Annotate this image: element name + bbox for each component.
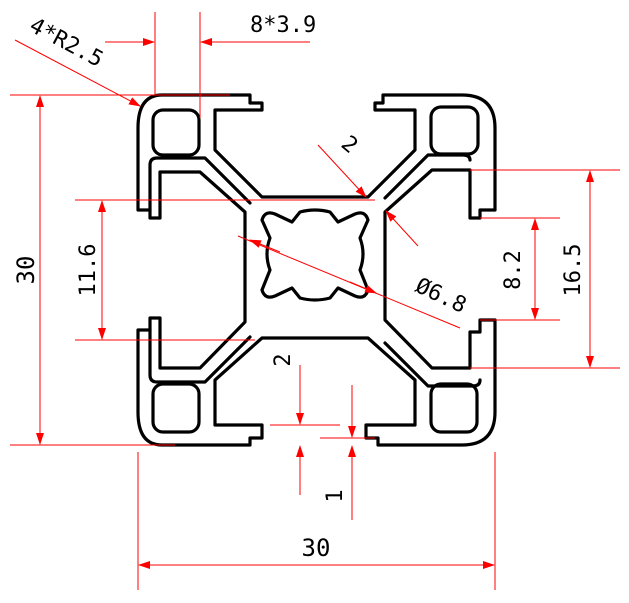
outer-contour [136, 93, 497, 447]
dim-line-web-thickness [317, 144, 367, 198]
web-bottom-left [148, 328, 252, 384]
profile-outline [136, 93, 497, 447]
corner-cavity-top-left [151, 108, 201, 157]
leader-corner-radius [14, 39, 141, 107]
label-lip-thickness: 1 [323, 489, 348, 502]
label-web-thickness: 2 [336, 131, 362, 159]
label-overall-height: 30 [12, 256, 40, 285]
corner-cavity-bottom-left [151, 382, 201, 434]
leader-center-bore [237, 235, 461, 329]
corner-cavity-top-right [429, 105, 480, 156]
label-corner-radius: 4*R2.5 [25, 13, 107, 72]
corner-cavity-bottom-right [429, 382, 479, 434]
web-top-right [383, 153, 472, 200]
label-core-square: 11.6 [76, 244, 101, 297]
label-slot-depth: 16.5 [561, 244, 586, 297]
label-wall-thickness: 2 [271, 353, 296, 366]
dimension-lines [10, 12, 620, 590]
center-bore [260, 208, 370, 302]
label-overall-width: 30 [302, 534, 331, 562]
label-slot-width: 8*3.9 [250, 13, 316, 38]
label-slot-opening: 8.2 [501, 250, 526, 290]
web-top-left [148, 156, 252, 212]
